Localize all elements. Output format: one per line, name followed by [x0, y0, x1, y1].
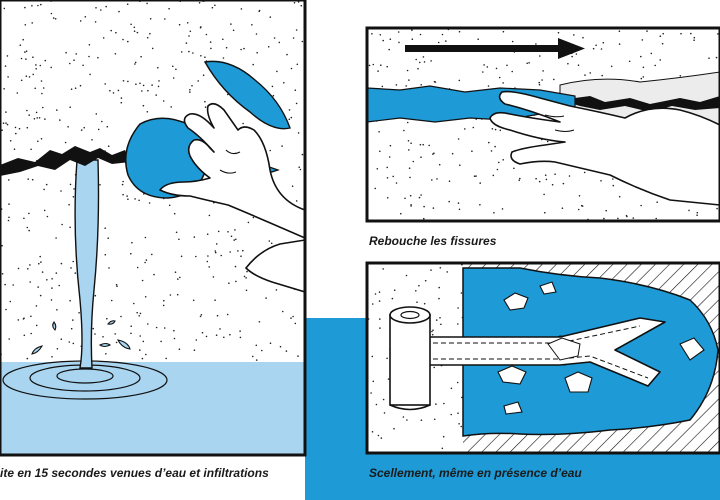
- concrete-texture: [0, 0, 304, 363]
- right-arrow-icon: [405, 38, 585, 59]
- caption-top-right: Rebouche les fissures: [369, 234, 497, 248]
- sealant-patch-top: [203, 60, 291, 130]
- water-splashes: [31, 320, 131, 355]
- water-pool: [0, 362, 305, 455]
- bottom-right-panel: [365, 261, 720, 455]
- wall-crack: [560, 96, 720, 112]
- top-right-panel: [365, 26, 720, 223]
- anchor-bolt: [389, 306, 666, 411]
- water-stream: [74, 159, 100, 369]
- smoothing-hand: [489, 90, 720, 206]
- caption-left: ite en 15 secondes venues d’eau et infil…: [0, 466, 269, 480]
- caption-bottom-right: Scellement, même en présence d’eau: [369, 466, 582, 480]
- left-panel: [0, 0, 307, 457]
- gloved-hand: [159, 102, 305, 239]
- wall-crack: [0, 146, 130, 176]
